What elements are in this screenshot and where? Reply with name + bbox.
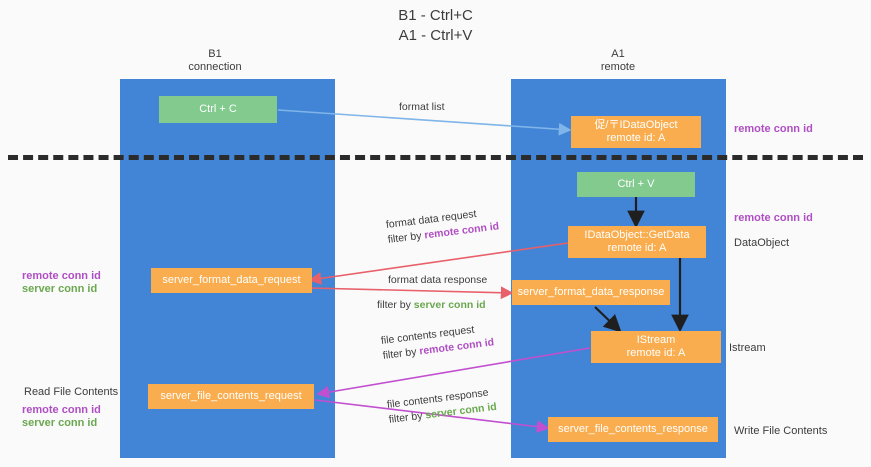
box-server-file-contents-request-label: server_file_contents_request [160, 390, 302, 402]
label-file-contents-response: file contents response filter by server … [386, 385, 497, 428]
box-server-format-data-response-label: server_format_data_response [517, 286, 665, 298]
box-server-format-data-request[interactable]: server_format_data_request [151, 268, 312, 293]
side-label-left-server-conn-id-mid: server conn id [22, 283, 98, 295]
box-server-file-contents-response-label: server_file_contents_response [558, 423, 708, 435]
side-label-remote-conn-id-top: remote conn id [734, 123, 813, 135]
column-header-a1: A1 remote [568, 48, 668, 74]
filter-prefix: filter by [382, 345, 421, 362]
title-line-1: B1 - Ctrl+C [398, 7, 473, 24]
box-istream-line2: remote id: A [626, 347, 686, 359]
box-ctrl-v[interactable]: Ctrl + V [577, 172, 695, 197]
label-format-data-response: format data response [388, 274, 488, 286]
box-getdata-line1: IDataObject::GetData [584, 229, 690, 241]
box-idataobject-line2: remote id: A [606, 132, 666, 144]
box-server-file-contents-request[interactable]: server_file_contents_request [148, 384, 314, 409]
side-label-dataobject: DataObject [734, 237, 790, 249]
label-format-list: format list [399, 101, 445, 113]
box-idataobject-line1: 促/〒IDataObject [594, 119, 678, 131]
box-ctrl-c[interactable]: Ctrl + C [159, 96, 277, 123]
column-header-b1-name: B1 [208, 48, 222, 60]
box-ctrl-c-label: Ctrl + C [199, 103, 237, 115]
side-label-remote-conn-id-mid: remote conn id [734, 212, 813, 224]
filter-prefix: filter by [387, 229, 426, 246]
filter-prefix: filter by [377, 299, 414, 311]
box-idataobject[interactable]: 促/〒IDataObject remote id: A [571, 116, 701, 148]
box-server-file-contents-response[interactable]: server_file_contents_response [548, 417, 718, 442]
box-getdata-line2: remote id: A [607, 242, 667, 254]
label-file-contents-request: file contents request filter by remote c… [380, 320, 495, 363]
box-idataobject-getdata[interactable]: IDataObject::GetData remote id: A [568, 226, 706, 258]
column-header-a1-name: A1 [611, 48, 625, 60]
box-istream-line1: IStream [636, 334, 676, 346]
box-istream[interactable]: IStream remote id: A [591, 331, 721, 363]
column-header-b1-role: connection [188, 61, 242, 73]
section-divider [8, 155, 863, 160]
side-label-left-remote-conn-id-bottom: remote conn id [22, 404, 101, 416]
box-ctrl-v-label: Ctrl + V [617, 178, 655, 190]
box-server-format-data-request-label: server_format_data_request [162, 274, 301, 286]
side-label-read-file-contents: Read File Contents [24, 386, 119, 398]
filter-prefix: filter by [388, 409, 427, 426]
side-label-left-remote-conn-id-mid: remote conn id [22, 270, 101, 282]
side-label-istream: Istream [729, 342, 766, 354]
box-server-format-data-response[interactable]: server_format_data_response [512, 280, 670, 305]
label-format-data-request: format data request filter by remote con… [385, 204, 500, 247]
column-header-b1: B1 connection [165, 48, 265, 74]
title-line-2: A1 - Ctrl+V [398, 27, 473, 44]
filter-value-server-conn-id: server conn id [413, 299, 486, 311]
diagram-title: B1 - Ctrl+C A1 - Ctrl+V [0, 6, 871, 46]
column-header-a1-role: remote [600, 61, 636, 73]
side-label-left-server-conn-id-bottom: server conn id [22, 417, 98, 429]
side-label-write-file-contents: Write File Contents [734, 425, 828, 437]
label-format-data-response-filter: filter by server conn id [377, 298, 486, 313]
